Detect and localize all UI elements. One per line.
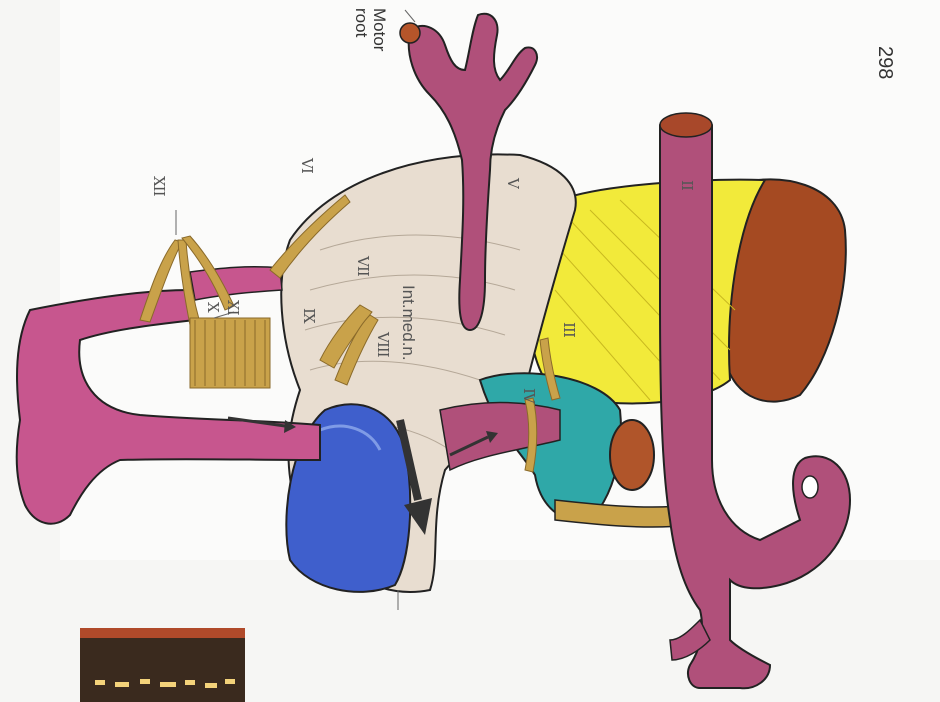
vessel-hole bbox=[802, 476, 818, 498]
cn-iv-label: IV bbox=[520, 388, 538, 403]
cn-xii-label: XII bbox=[150, 176, 168, 196]
small-brown-oval bbox=[610, 420, 654, 490]
motor-root-line2: root bbox=[352, 8, 370, 51]
cn-vi-label: VI bbox=[298, 158, 316, 173]
cn-v-label: V bbox=[504, 178, 522, 188]
cn-ix-x-rootlets bbox=[190, 318, 270, 388]
cn-vii-label: VII bbox=[354, 256, 372, 276]
motor-root-stump bbox=[400, 23, 420, 43]
cn-ii-label: II bbox=[678, 180, 696, 190]
vessel-opening bbox=[660, 113, 712, 137]
motor-root-label: Motor root bbox=[352, 8, 388, 51]
photo-inset bbox=[80, 628, 245, 702]
cn-iii-label: III bbox=[560, 322, 578, 337]
cn-xi-label: XI bbox=[224, 300, 242, 315]
cn-x-label: X bbox=[204, 302, 222, 312]
int-med-n-label: Int.med.n. bbox=[398, 285, 418, 361]
cn-viii-label: VIII bbox=[374, 332, 392, 357]
page-number: 298 bbox=[873, 46, 896, 79]
photo-inset-top bbox=[80, 628, 245, 638]
cn-ix-label: IX bbox=[300, 308, 318, 323]
motor-root-line1: Motor bbox=[370, 8, 388, 51]
